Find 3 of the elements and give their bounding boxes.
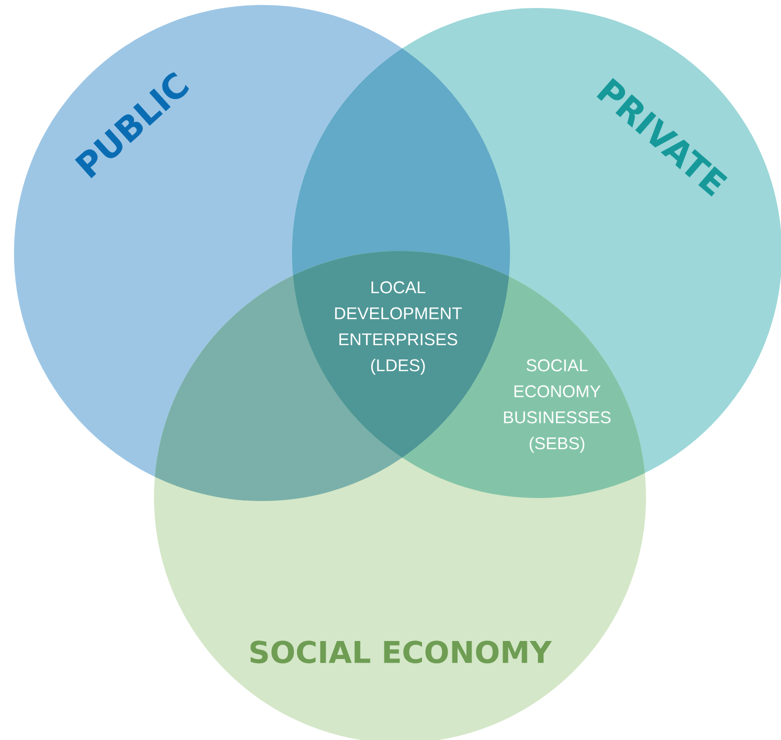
circle-title: SOCIAL ECONOMY: [250, 640, 552, 664]
region-label: LOCAL DEVELOPMENT ENTERPRISES (LDES): [335, 281, 462, 375]
region-label: SOCIAL ECONOMY BUSINESSES (SEBS): [504, 359, 611, 453]
